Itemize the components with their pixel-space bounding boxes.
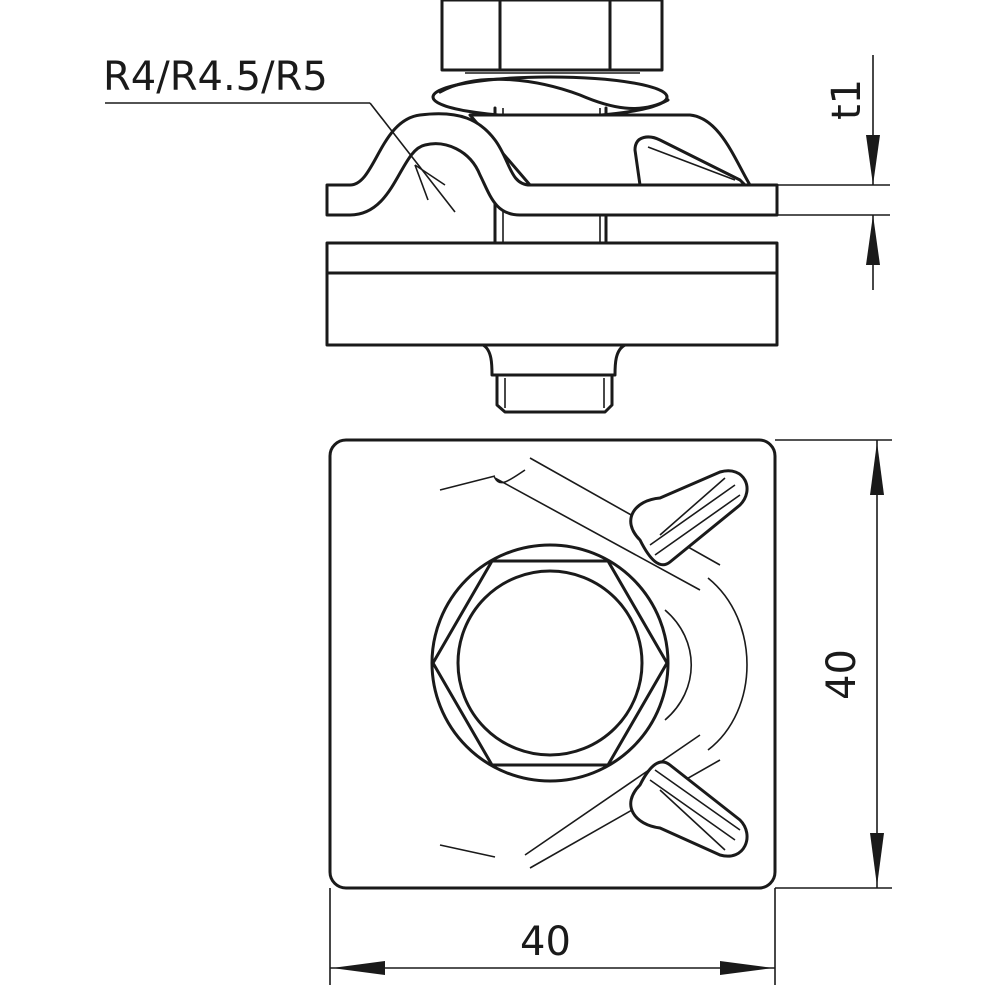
hex-nut-top	[440, 0, 664, 74]
radius-label: R4/R4.5/R5	[103, 54, 328, 100]
side-view: R4/R4.5/R5 t1	[103, 0, 890, 414]
top-view: 40 40	[328, 438, 892, 985]
base-plate	[325, 241, 779, 347]
bolt-head-circle	[456, 569, 644, 757]
width-label: 40	[520, 919, 571, 965]
thickness-label: t1	[824, 79, 870, 120]
spring-washer	[431, 75, 670, 119]
radius-callout: R4/R4.5/R5	[103, 54, 456, 213]
wing-top	[629, 469, 749, 567]
width-dimension: 40	[329, 888, 776, 985]
bottom-nut	[481, 343, 627, 414]
wing-bottom	[629, 760, 749, 858]
height-label: 40	[819, 649, 865, 700]
thickness-dimension: t1	[777, 55, 890, 290]
height-dimension: 40	[775, 439, 892, 889]
saddle-strip	[325, 112, 779, 217]
